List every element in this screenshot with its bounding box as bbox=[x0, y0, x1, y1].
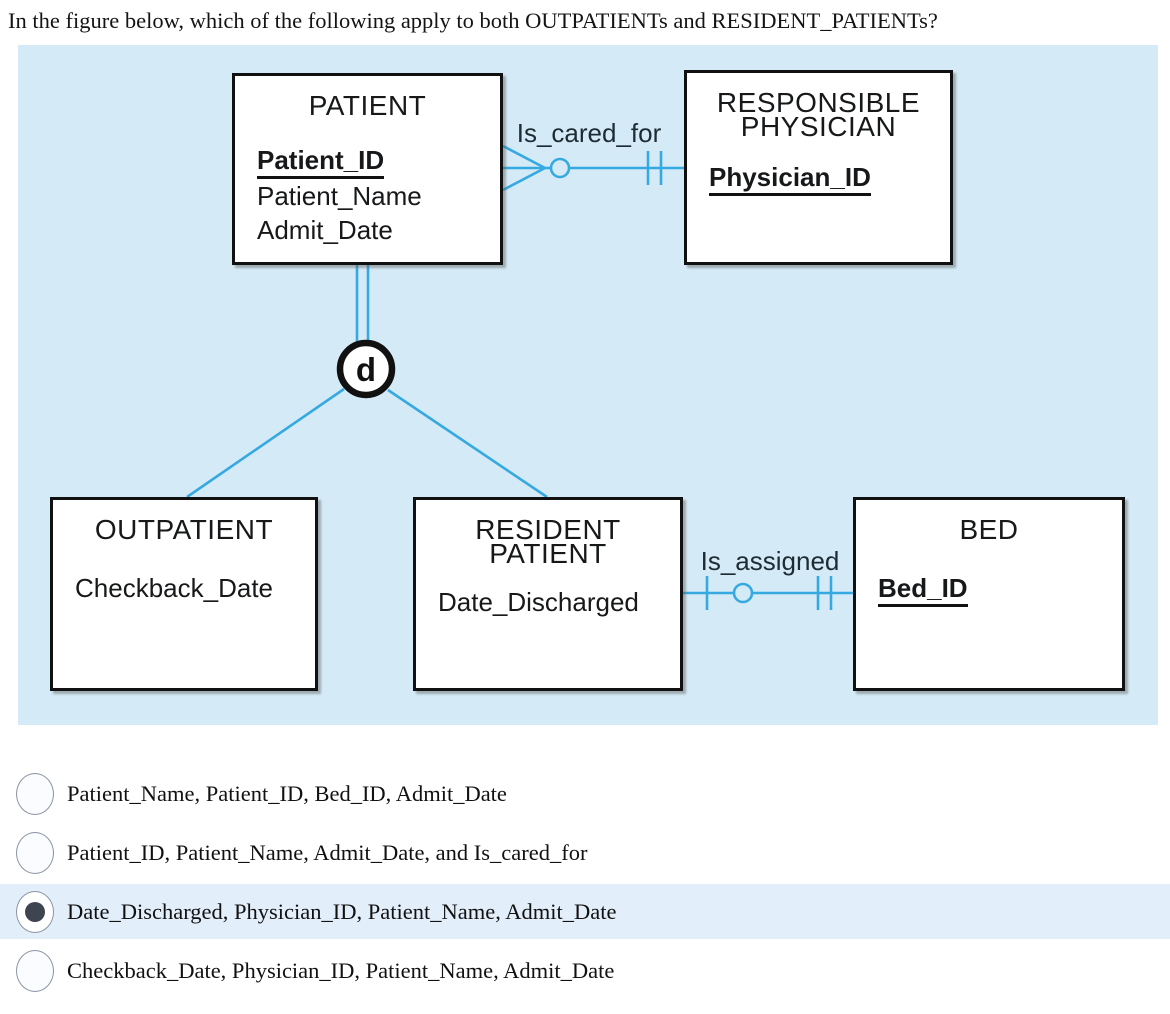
attribute-admit-date: Admit_Date bbox=[257, 215, 393, 245]
answer-option-1[interactable]: Patient_Name, Patient_ID, Bed_ID, Admit_… bbox=[0, 766, 1170, 821]
disjoint-circle-icon bbox=[336, 339, 396, 399]
er-diagram-connectors: Is_cared_for d Is_assigned bbox=[186, 118, 853, 610]
disjoint-symbol: d bbox=[356, 351, 376, 388]
relationship-is-assigned: Is_assigned bbox=[683, 546, 853, 610]
entity-outpatient: OUTPATIENT Checkback_Date bbox=[50, 497, 318, 691]
attribute-checkback-date: Checkback_Date bbox=[75, 573, 273, 603]
entity-title: OUTPATIENT bbox=[94, 514, 274, 545]
radio-button[interactable] bbox=[16, 831, 54, 874]
answer-option-label: Patient_ID, Patient_Name, Admit_Date, an… bbox=[67, 839, 588, 865]
entity-title-line2: PHYSICIAN bbox=[740, 111, 897, 142]
optional-circle-icon bbox=[549, 157, 571, 179]
answer-option-label: Date_Discharged, Physician_ID, Patient_N… bbox=[67, 898, 617, 924]
relationship-label-is-cared-for: Is_cared_for bbox=[517, 118, 662, 148]
optional-circle-icon bbox=[732, 582, 754, 604]
entity-responsible-physician: RESPONSIBLE PHYSICIAN Physician_ID bbox=[684, 70, 953, 265]
entity-resident-patient: RESIDENT PATIENT Date_Discharged bbox=[413, 497, 683, 691]
entity-title: RESIDENT bbox=[475, 514, 621, 545]
answer-option-label: Checkback_Date, Physician_ID, Patient_Na… bbox=[67, 957, 615, 983]
answer-option-label: Patient_Name, Patient_ID, Bed_ID, Admit_… bbox=[67, 780, 507, 806]
entity-title: PATIENT bbox=[308, 90, 427, 121]
attribute-physician-id: Physician_ID bbox=[709, 160, 942, 196]
answer-option-2[interactable]: Patient_ID, Patient_Name, Admit_Date, an… bbox=[0, 825, 1170, 880]
relationship-is-cared-for: Is_cared_for bbox=[502, 118, 684, 192]
subtype-connectors: d bbox=[186, 265, 548, 499]
radio-dot-icon bbox=[25, 901, 45, 922]
attribute-date-discharged: Date_Discharged bbox=[438, 587, 639, 617]
radio-button[interactable] bbox=[16, 890, 54, 933]
attribute-patient-name: Patient_Name bbox=[257, 181, 422, 211]
entity-bed: BED Bed_ID bbox=[853, 497, 1125, 691]
entity-title: RESPONSIBLE bbox=[716, 87, 921, 118]
entity-title: BED bbox=[959, 514, 1019, 545]
attribute-patient-id: Patient_ID bbox=[257, 143, 492, 179]
entity-patient: PATIENT Patient_ID Patient_Name Admit_Da… bbox=[232, 73, 503, 265]
entity-title-line2: PATIENT bbox=[489, 538, 607, 569]
answer-option-4[interactable]: Checkback_Date, Physician_ID, Patient_Na… bbox=[0, 943, 1170, 998]
crows-foot-icon bbox=[502, 144, 546, 170]
er-diagram-panel: Is_cared_for d Is_assigned bbox=[18, 45, 1158, 725]
answer-option-3[interactable]: Date_Discharged, Physician_ID, Patient_N… bbox=[0, 884, 1170, 939]
radio-button[interactable] bbox=[16, 949, 54, 992]
question-text: In the figure below, which of the follow… bbox=[8, 8, 938, 33]
radio-button[interactable] bbox=[16, 772, 54, 815]
attribute-bed-id: Bed_ID bbox=[878, 571, 1114, 607]
answer-options: Patient_Name, Patient_ID, Bed_ID, Admit_… bbox=[0, 766, 1170, 1002]
relationship-label-is-assigned: Is_assigned bbox=[701, 546, 840, 576]
